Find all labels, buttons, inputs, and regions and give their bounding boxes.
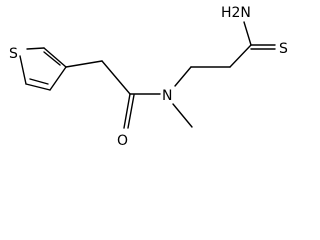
- bond-n-ch2a: [174, 66, 192, 87]
- atom-label-thioamide-nh2: H2N: [221, 5, 251, 21]
- bond-ring-ch2: [65, 60, 103, 68]
- bond-thioamide-c-nh2: [243, 21, 252, 46]
- bond-ch2b-thioamide-c: [229, 44, 252, 68]
- bond-c2-c3: [25, 83, 51, 91]
- structure-diagram: S O N H2N S: [9, 5, 288, 149]
- atom-label-carbonyl-oxygen: O: [117, 133, 128, 149]
- bond-s1-c2: [19, 55, 27, 85]
- atom-label-amide-nitrogen: N: [162, 88, 172, 104]
- bond-c5-s1: [26, 47, 45, 50]
- bond-c4-c5: [43, 47, 67, 68]
- bond-carbonyl-o-2: [127, 94, 135, 129]
- bond-n-methyl: [172, 103, 193, 128]
- atom-label-thioamide-sulfur: S: [279, 41, 288, 57]
- atom-label-ring-sulfur: S: [9, 46, 18, 62]
- structure-svg: S O N H2N S: [9, 5, 288, 149]
- bond-carbonyl-o-1: [123, 93, 131, 129]
- bond-c4-c5-double: [43, 51, 61, 66]
- bond-ch2-carbonyl: [101, 60, 131, 95]
- bond-c3-c4: [49, 66, 67, 91]
- bond-c2-c3-double: [29, 78, 49, 85]
